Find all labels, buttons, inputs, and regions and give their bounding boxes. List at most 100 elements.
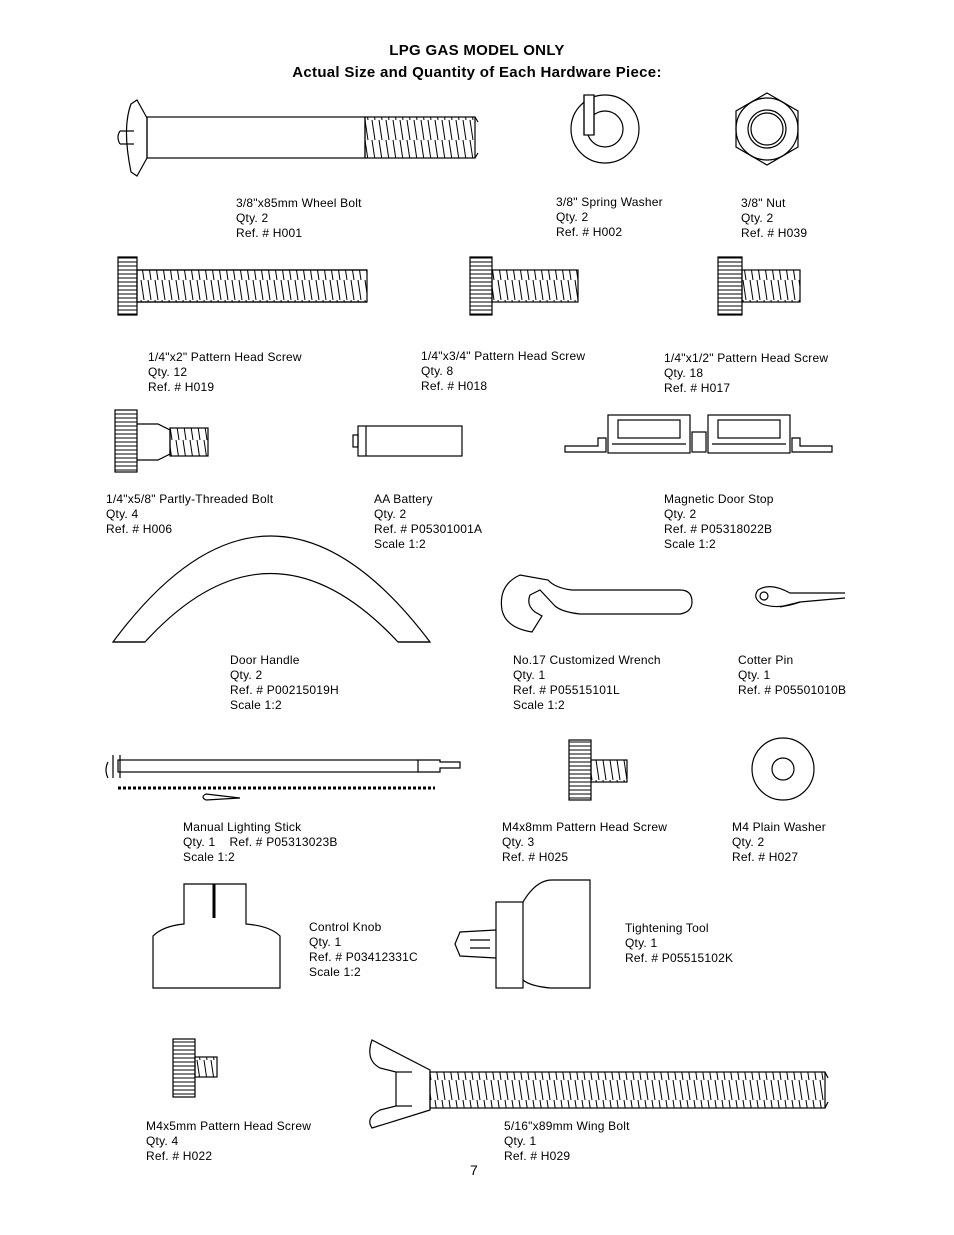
item-ref: Ref. # P05313023B (229, 835, 338, 849)
item-ref: Ref. # H029 (504, 1149, 571, 1163)
pattern-head-screw-3-4in-icon (469, 256, 579, 316)
page-title: LPG GAS MODEL ONLY (389, 42, 565, 59)
item-qty: Qty. 8 (421, 364, 454, 378)
item-qty: Qty. 4 (146, 1134, 179, 1148)
item-qty: Qty. 1 (504, 1134, 537, 1148)
item-ref: Ref. # H017 (664, 381, 731, 395)
item-qty: Qty. 1 (309, 935, 342, 949)
item-ref: Ref. # H027 (732, 850, 799, 864)
item-ref: Ref. # H001 (236, 226, 303, 240)
item-scale: Scale 1:2 (664, 537, 716, 551)
item-name: Magnetic Door Stop (664, 492, 774, 506)
item-name: Manual Lighting Stick (183, 820, 302, 834)
m4-plain-washer-icon (751, 737, 815, 801)
item-qty: Qty. 2 (741, 211, 774, 225)
item-name: M4x5mm Pattern Head Screw (146, 1119, 312, 1133)
item-scale: Scale 1:2 (374, 537, 426, 551)
item-ref: Ref. # P03412331C (309, 950, 418, 964)
item-scale: Scale 1:2 (513, 698, 565, 712)
item-name: Tightening Tool (625, 921, 709, 935)
pattern-head-screw-1-2in-icon (717, 256, 801, 316)
item-ref: Ref. # P05501010B (738, 683, 847, 697)
item-ref: Ref. # P05318022B (664, 522, 773, 536)
item-qty: Qty. 1 (513, 668, 546, 682)
item-ref: Ref. # H022 (146, 1149, 213, 1163)
item-name: M4x8mm Pattern Head Screw (502, 820, 668, 834)
cotter-pin-icon (755, 586, 846, 608)
caption-manual-lighting-stick: Manual Lighting Stick Qty. 1 Ref. # P053… (183, 820, 338, 865)
item-ref: Ref. # P05301001A (374, 522, 483, 536)
item-ref: Ref. # H025 (502, 850, 569, 864)
item-ref: Ref. # H002 (556, 225, 623, 239)
item-scale: Scale 1:2 (309, 965, 361, 979)
item-qty: Qty. 2 (236, 211, 269, 225)
item-ref: Ref. # H019 (148, 380, 215, 394)
item-qty: Qty. 12 (148, 365, 188, 379)
control-knob-icon (152, 883, 281, 989)
item-name: 5/16"x89mm Wing Bolt (504, 1119, 630, 1133)
item-qty: Qty. 2 (664, 507, 697, 521)
item-ref: Ref. # P05515101L (513, 683, 620, 697)
tightening-tool-icon (454, 879, 591, 989)
magnetic-door-stop-icon (564, 414, 833, 454)
item-scale: Scale 1:2 (183, 850, 235, 864)
wrench-icon (500, 574, 693, 633)
pattern-head-screw-2in-icon (117, 256, 368, 316)
item-qty: Qty. 2 (374, 507, 407, 521)
item-qty: Qty. 2 (230, 668, 263, 682)
page-number: 7 (470, 1162, 478, 1178)
item-name: Door Handle (230, 653, 300, 667)
item-name: M4 Plain Washer (732, 820, 826, 834)
item-qty: Qty. 2 (556, 210, 589, 224)
item-qty: Qty. 1 (738, 668, 771, 682)
item-ref: Ref. # H039 (741, 226, 808, 240)
page-subtitle: Actual Size and Quantity of Each Hardwar… (292, 64, 662, 81)
item-name: 1/4"x2" Pattern Head Screw (148, 350, 302, 364)
item-name: 3/8" Spring Washer (556, 195, 663, 209)
wing-bolt-icon (369, 1039, 829, 1129)
item-qty: Qty. 3 (502, 835, 535, 849)
item-qty: Qty. 1 (183, 835, 216, 849)
item-name: 3/8"x85mm Wheel Bolt (236, 196, 362, 210)
item-ref: Ref. # P05515102K (625, 951, 734, 965)
item-qty: Qty. 1 (625, 936, 658, 950)
item-ref: Ref. # H006 (106, 522, 173, 536)
item-name: Cotter Pin (738, 653, 794, 667)
manual-lighting-stick-icon (105, 755, 461, 801)
spring-washer-icon (570, 94, 640, 164)
aa-battery-icon (352, 425, 463, 457)
item-scale: Scale 1:2 (230, 698, 282, 712)
item-qty: Qty. 4 (106, 507, 139, 521)
item-qty: Qty. 2 (732, 835, 765, 849)
wheel-bolt-icon (117, 99, 479, 177)
item-name: 1/4"x5/8" Partly-Threaded Bolt (106, 492, 274, 506)
item-name: 1/4"x1/2" Pattern Head Screw (664, 351, 829, 365)
m4x5mm-screw-icon (172, 1038, 218, 1098)
partly-threaded-bolt-icon (114, 409, 209, 473)
item-name: 1/4"x3/4" Pattern Head Screw (421, 349, 586, 363)
m4x8mm-screw-icon (568, 739, 628, 801)
item-name: 3/8" Nut (741, 196, 786, 210)
item-qty: Qty. 18 (664, 366, 704, 380)
item-name: AA Battery (374, 492, 433, 506)
item-ref: Ref. # H018 (421, 379, 488, 393)
item-ref: Ref. # P00215019H (230, 683, 339, 697)
item-name: No.17 Customized Wrench (513, 653, 661, 667)
